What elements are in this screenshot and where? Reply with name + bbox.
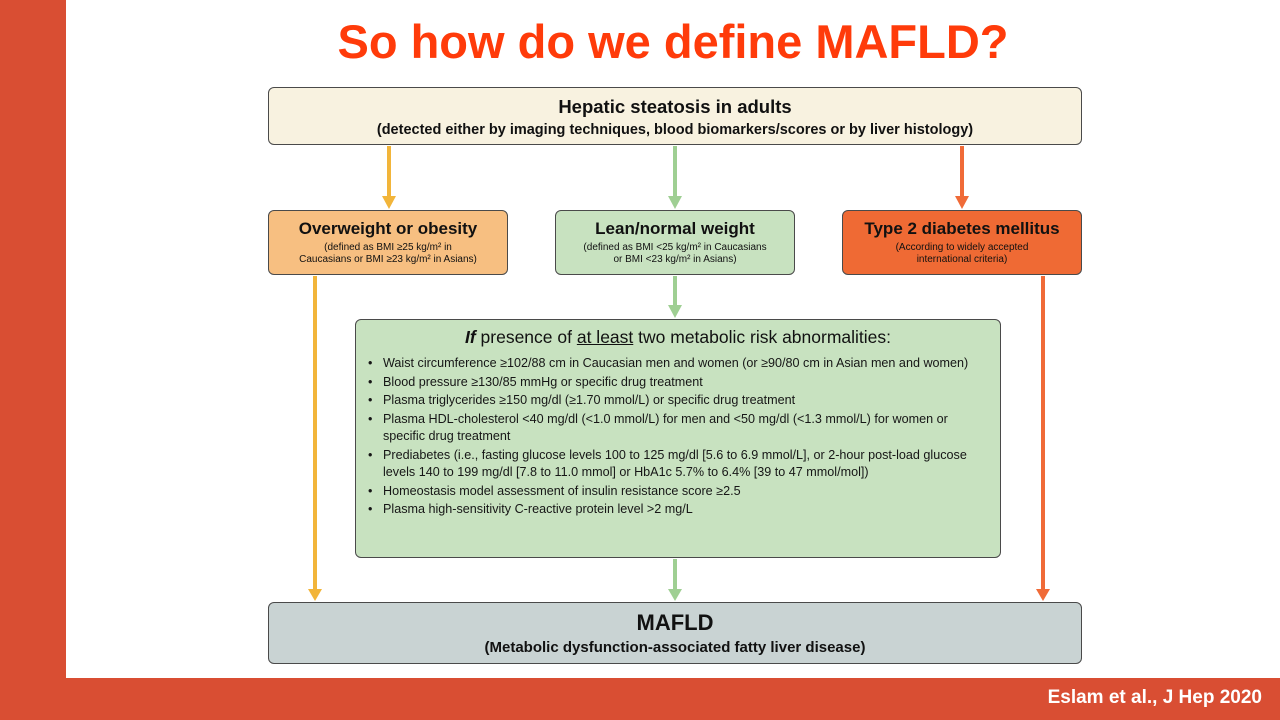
hepatic-steatosis-box: Hepatic steatosis in adults (detected ei…: [268, 87, 1082, 145]
t2d-title: Type 2 diabetes mellitus: [864, 219, 1060, 238]
risk-title-if: If: [464, 327, 476, 347]
overweight-definition-line1: (defined as BMI ≥25 kg/m² in: [324, 242, 452, 253]
overweight-title: Overweight or obesity: [298, 219, 478, 238]
risk-title-end: two metabolic risk abnormalities:: [633, 327, 892, 347]
lean-title: Lean/normal weight: [595, 219, 755, 238]
hepatic-steatosis-subtitle: (detected either by imaging techniques, …: [376, 122, 974, 138]
risk-item-prediabetes: Prediabetes (i.e., fasting glucose level…: [366, 447, 990, 482]
slide-title: So how do we define MAFLD?: [337, 15, 1009, 68]
t2d-box: Type 2 diabetes mellitus (According to w…: [842, 210, 1082, 275]
lean-definition-line2: or BMI <23 kg/m² in Asians): [613, 253, 737, 265]
arrowhead-t2d: [955, 196, 969, 209]
risk-item-waist: Waist circumference ≥102/88 cm in Caucas…: [366, 355, 990, 373]
footer-bar: Eslam et al., J Hep 2020: [0, 678, 1280, 720]
mafld-box: MAFLD (Metabolic dysfunction-associated …: [268, 602, 1082, 664]
risk-item-hdl: Plasma HDL-cholesterol <40 mg/dl (<1.0 m…: [366, 411, 990, 446]
lean-definition-line1: (defined as BMI <25 kg/m² in Caucasians: [583, 242, 767, 253]
mafld-title: MAFLD: [636, 610, 714, 635]
risk-title-underline: at least: [576, 327, 634, 347]
risk-criteria-title: If presence of at least two metabolic ri…: [366, 327, 990, 348]
arrowhead-overweight: [382, 196, 396, 209]
arrowhead-risk: [668, 305, 682, 318]
t2d-definition-line1: (According to widely accepted: [895, 242, 1029, 253]
mafld-subtitle: (Metabolic dysfunction-associated fatty …: [484, 639, 866, 656]
arrowhead-lean: [668, 196, 682, 209]
overweight-box: Overweight or obesity (defined as BMI ≥2…: [268, 210, 508, 275]
hepatic-steatosis-title: Hepatic steatosis in adults: [558, 96, 792, 117]
left-accent-bar: [0, 0, 66, 720]
arrowhead-mafld-green: [668, 589, 682, 601]
risk-item-blood-pressure: Blood pressure ≥130/85 mmHg or specific …: [366, 374, 990, 392]
arrowhead-mafld-orange: [1036, 589, 1050, 601]
risk-item-crp: Plasma high-sensitivity C-reactive prote…: [366, 501, 990, 519]
risk-item-triglycerides: Plasma triglycerides ≥150 mg/dl (≥1.70 m…: [366, 392, 990, 410]
arrowhead-mafld-yellow: [308, 589, 322, 601]
risk-title-mid: presence of: [475, 327, 577, 347]
risk-item-homa: Homeostasis model assessment of insulin …: [366, 483, 990, 501]
citation: Eslam et al., J Hep 2020: [1047, 687, 1262, 708]
risk-criteria-list: Waist circumference ≥102/88 cm in Caucas…: [366, 355, 990, 519]
t2d-definition-line2: international criteria): [916, 253, 1008, 265]
lean-box: Lean/normal weight (defined as BMI <25 k…: [555, 210, 795, 275]
risk-criteria-box: If presence of at least two metabolic ri…: [355, 319, 1001, 558]
overweight-definition-line2: Caucasians or BMI ≥23 kg/m² in Asians): [299, 253, 477, 265]
